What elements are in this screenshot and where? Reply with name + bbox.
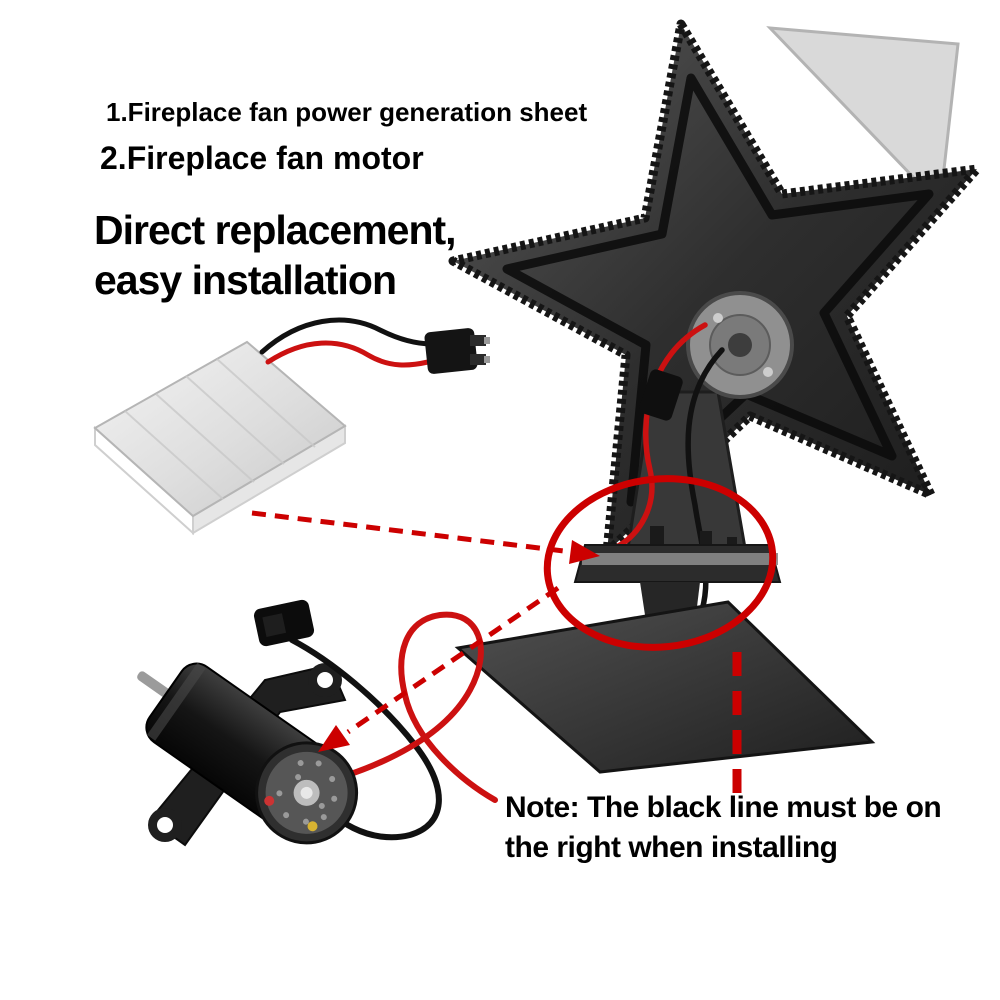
fan-hub (686, 291, 794, 399)
motor-face-perforations (276, 760, 338, 825)
hub-screw-icon (713, 313, 723, 323)
arrowhead-base-to-motor (318, 725, 350, 752)
fan-star-blade (448, 19, 982, 557)
motor-connector (253, 599, 315, 647)
bracket-hole-icon (317, 672, 333, 688)
arrow-base-to-motor (346, 585, 560, 735)
installation-note: Note: The black line must be on the righ… (505, 788, 942, 867)
part-label-motor: 2.Fireplace fan motor (100, 140, 424, 176)
note-line2: the right when installing (505, 830, 838, 864)
fan-wire-connector (639, 369, 683, 421)
arrow-teg-to-base (251, 510, 573, 555)
teg-sheet-illustration (93, 317, 490, 536)
teg-connector (424, 328, 490, 374)
motor-solder-dot-red (264, 795, 275, 806)
teg-black-wire (259, 317, 435, 355)
headline-line2: easy installation (94, 257, 397, 304)
highlight-ellipse (543, 475, 777, 651)
teg-brushed-lines (124, 358, 316, 500)
motor-black-wire (289, 637, 442, 841)
headline-line1: Direct replacement, (94, 207, 457, 253)
annotation-layer (251, 475, 777, 798)
arrowhead-teg-to-base (569, 540, 600, 564)
fan-light-blade (766, 26, 960, 209)
teg-plate-face (93, 340, 347, 518)
teg-red-wire (265, 340, 431, 368)
part-label-power-sheet: 1.Fireplace fan power generation sheet (106, 97, 588, 127)
note-line1: Note: The black line must be on (505, 791, 942, 824)
motor-body (137, 662, 359, 845)
fan-illustration (448, 19, 982, 774)
fan-red-wire (612, 322, 708, 551)
bracket-hole-icon (157, 817, 173, 833)
fan-base-plate (454, 600, 876, 774)
motor-illustration (137, 599, 498, 847)
hub-screw-icon (763, 367, 773, 377)
motor-solder-dot-yellow (307, 821, 318, 832)
motor-red-wire (297, 611, 498, 803)
headline: Direct replacement, easy installation (94, 205, 457, 305)
